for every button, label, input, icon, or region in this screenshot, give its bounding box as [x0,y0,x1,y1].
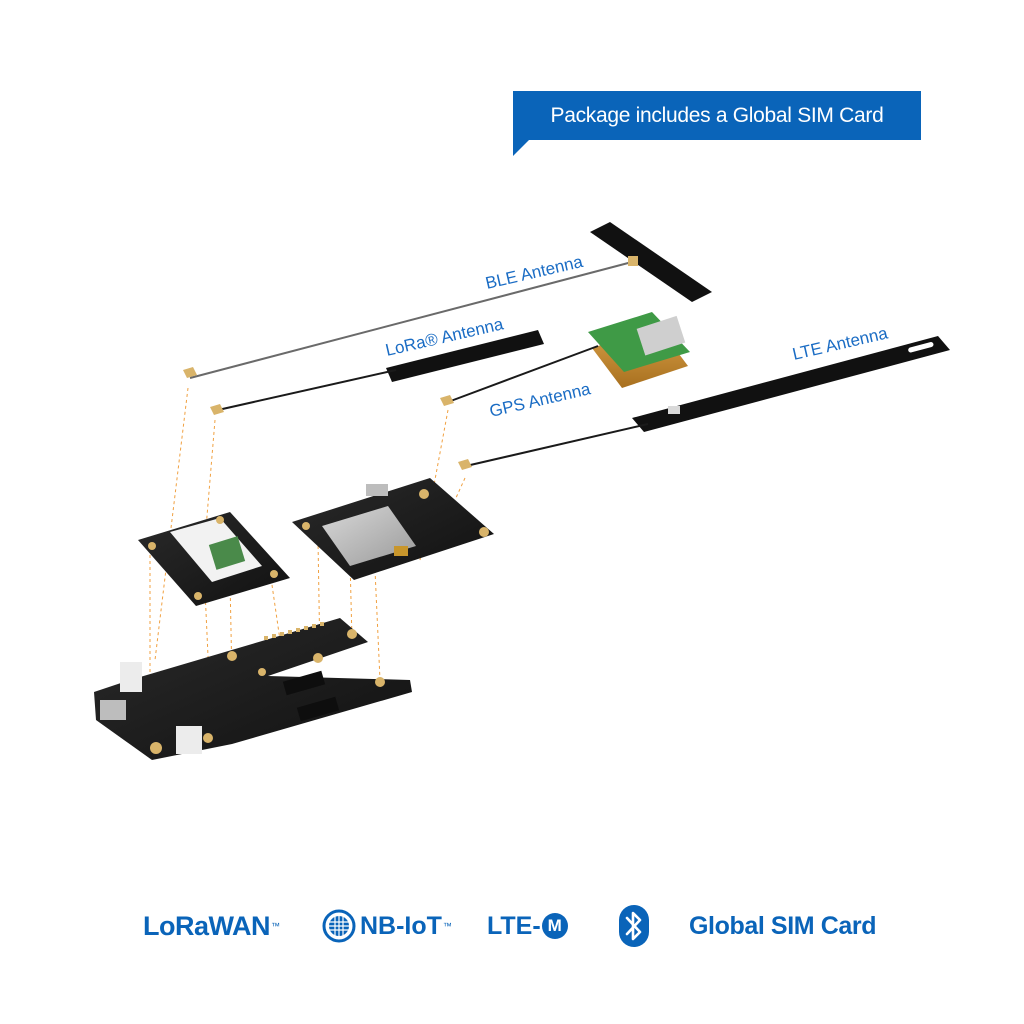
cellular-module-board [292,478,494,580]
lorawan-tm: ™ [271,921,280,931]
gps-connector-icon [440,395,454,406]
ltem-text: LTE- [487,911,541,940]
gps-antenna-label: GPS Antenna [488,379,593,421]
globe-icon [322,909,356,943]
package-banner: Package includes a Global SIM Card [513,91,921,140]
gps-antenna [440,312,690,406]
lte-antenna [458,336,950,470]
banner-tail [513,140,529,156]
lora-antenna [210,330,544,415]
ltem-logo: LTE- M [487,898,568,954]
nbiot-text: NB-IoT [360,911,442,940]
lte-connector-icon [458,459,472,470]
global-sim-logo: Global SIM Card [689,898,876,954]
lora-module-board [138,512,290,606]
lora-connector-icon [210,404,224,415]
ble-connector-icon [183,367,197,378]
global-sim-text: Global SIM Card [689,911,877,940]
bluetooth-logo [618,898,650,954]
lorawan-text: LoRaWAN [143,910,271,941]
base-board [94,618,412,760]
bluetooth-icon [619,905,649,947]
ltem-badge-text: M [547,916,562,935]
nbiot-tm: ™ [442,921,452,931]
ble-antenna [183,222,712,379]
ltem-badge: M [541,913,568,939]
